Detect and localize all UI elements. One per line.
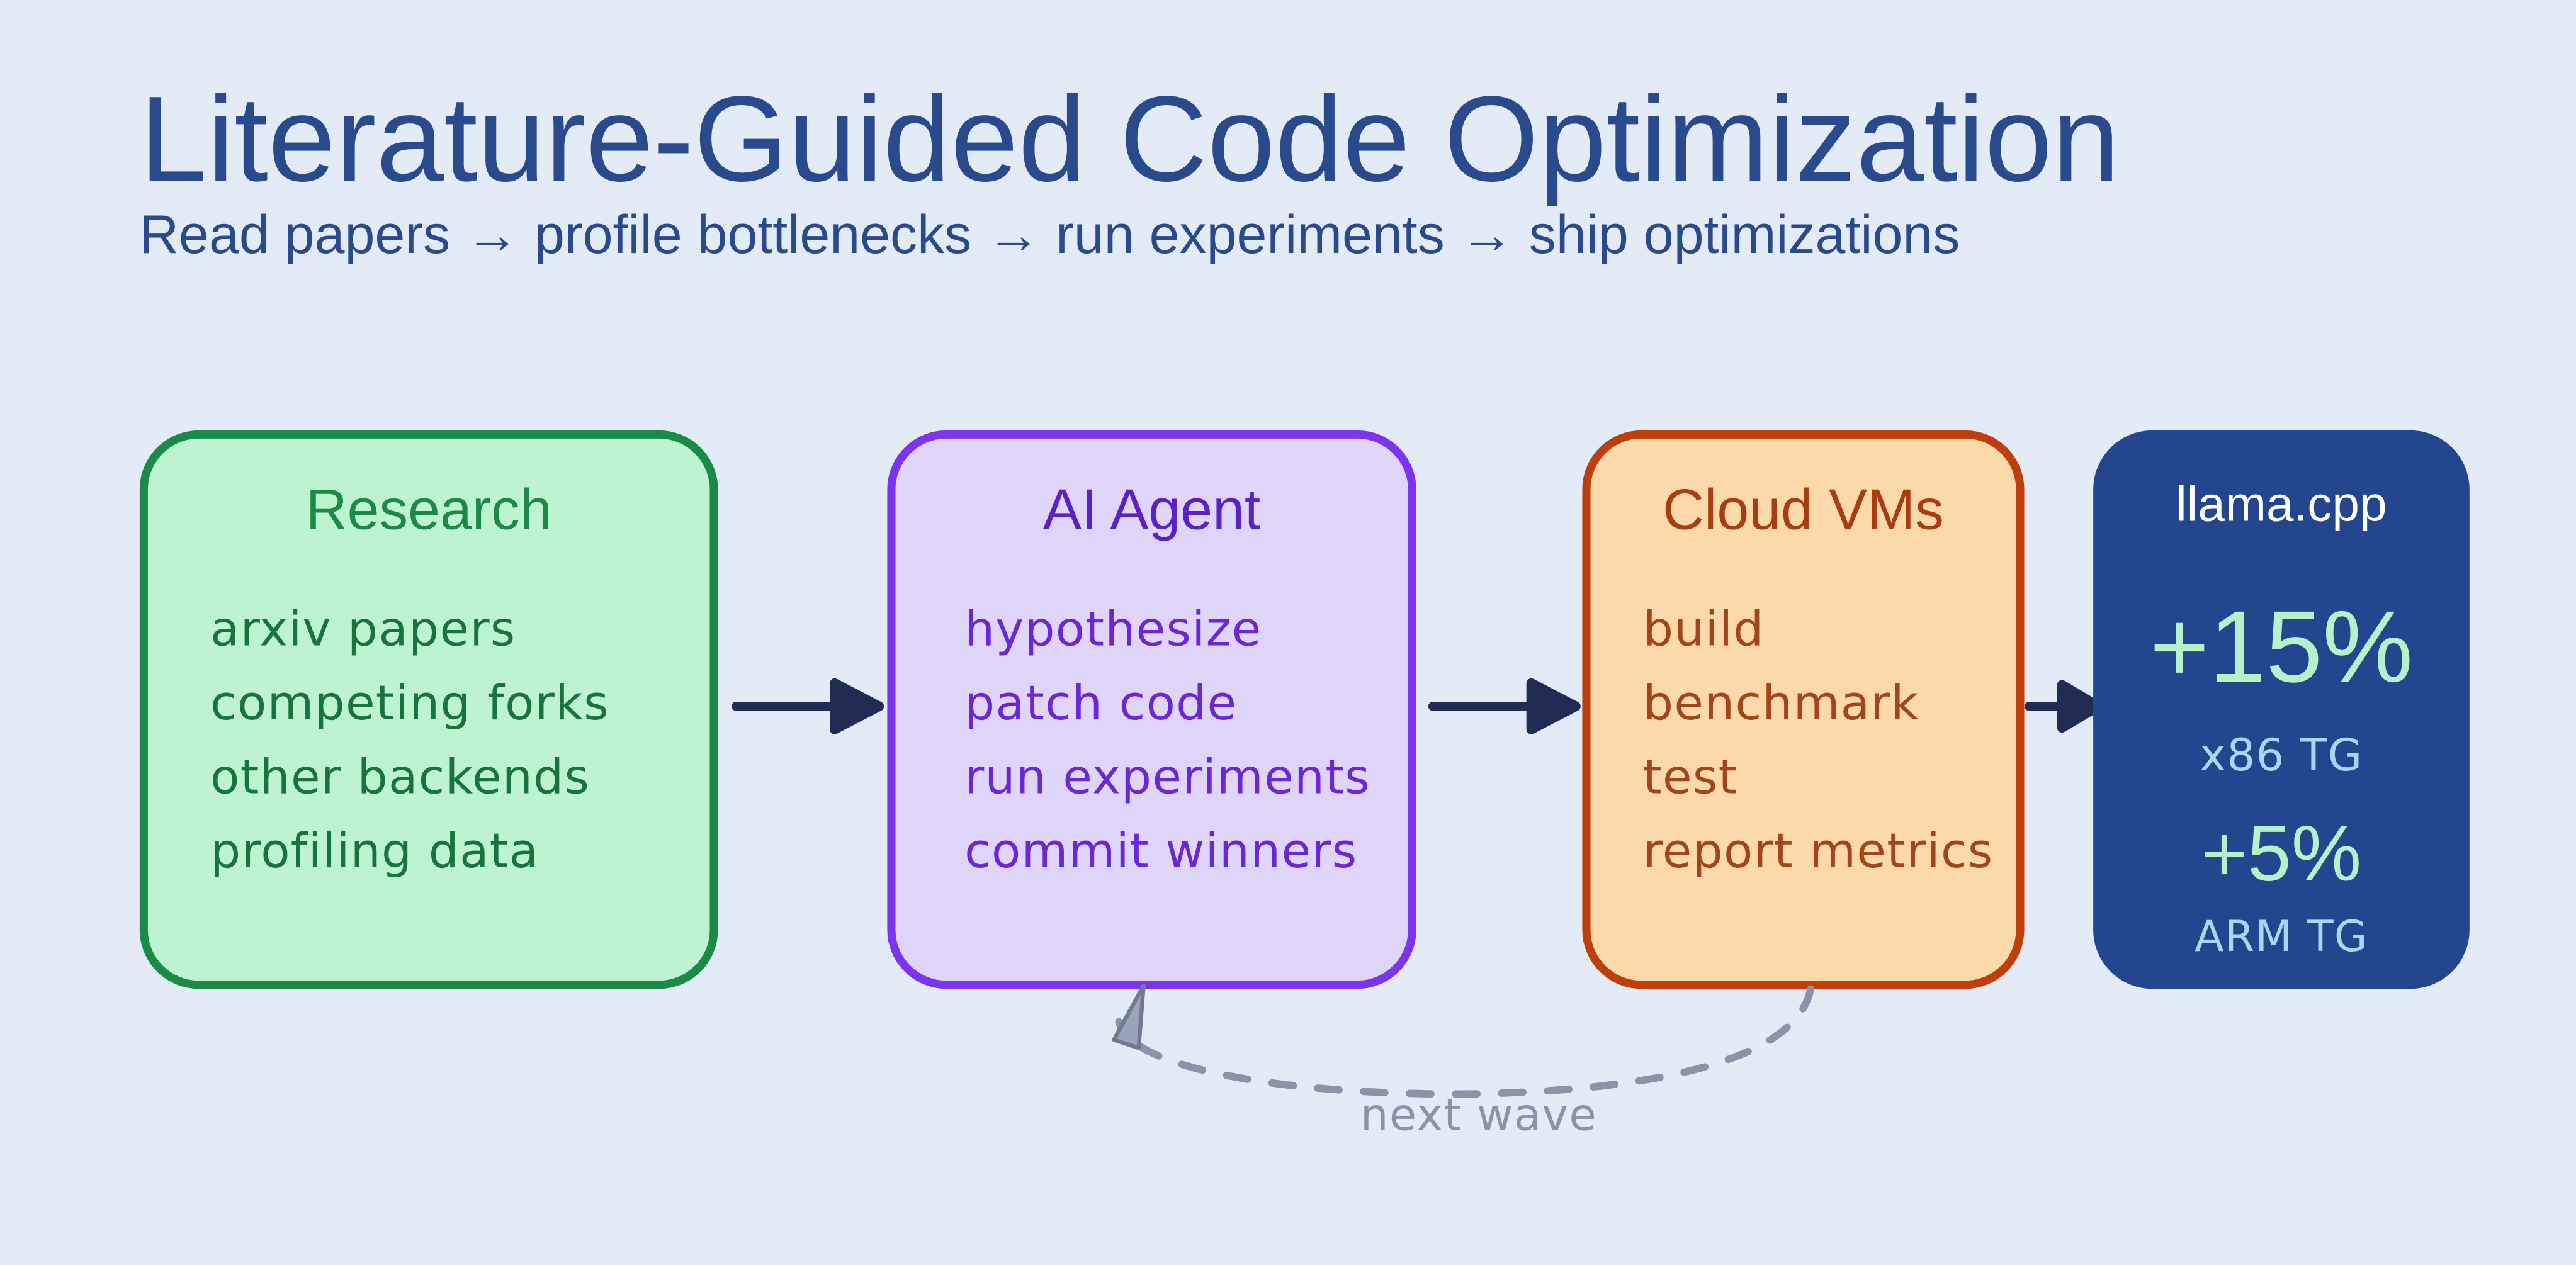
- list-item: run experiments: [964, 749, 1370, 805]
- llama-cpp-box: llama.cpp +15% x86 TG +5% ARM TG: [2093, 430, 2470, 989]
- list-item: arxiv papers: [210, 601, 516, 657]
- flow-arrow-agent-to-cloud-icon: [1428, 678, 1581, 734]
- feedback-loop-arrow-icon: [1112, 983, 1815, 1098]
- ai-agent-item-list: hypothesize patch code run experiments c…: [895, 593, 1408, 889]
- metric-value-x86: +15%: [2149, 591, 2414, 705]
- metric-value-arm: +5%: [2201, 811, 2362, 899]
- page-subtitle: Read papers → profile bottlenecks → run …: [139, 203, 1960, 265]
- list-item: report metrics: [1643, 823, 1994, 879]
- cloud-vms-box-title: Cloud VMs: [1663, 478, 1944, 543]
- ai-agent-box-title: AI Agent: [1042, 478, 1261, 543]
- list-item: patch code: [964, 675, 1238, 731]
- ai-agent-box: AI Agent hypothesize patch code run expe…: [887, 430, 1416, 989]
- flow-arrow-cloud-to-llama-icon: [2025, 680, 2103, 733]
- metric-label-x86: x86 TG: [2200, 731, 2363, 782]
- list-item: hypothesize: [964, 601, 1262, 657]
- research-box: Research arxiv papers competing forks ot…: [139, 430, 718, 989]
- list-item: test: [1643, 749, 1738, 805]
- list-item: commit winners: [964, 823, 1358, 879]
- metric-label-arm: ARM TG: [2195, 913, 2368, 963]
- research-item-list: arxiv papers competing forks other backe…: [148, 593, 710, 889]
- cloud-vms-box: Cloud VMs build benchmark test report me…: [1582, 430, 2025, 989]
- page-title: Literature-Guided Code Optimization: [139, 70, 2120, 207]
- feedback-loop-label: next wave: [1360, 1091, 1598, 1142]
- list-item: competing forks: [210, 675, 610, 731]
- list-item: benchmark: [1643, 675, 1920, 731]
- research-box-title: Research: [305, 478, 552, 543]
- llama-cpp-box-title: llama.cpp: [2176, 478, 2387, 532]
- list-item: build: [1643, 601, 1765, 657]
- list-item: profiling data: [210, 823, 539, 879]
- flow-arrow-research-to-agent-icon: [732, 678, 884, 734]
- cloud-vms-item-list: build benchmark test report metrics: [1590, 593, 2016, 889]
- list-item: other backends: [210, 749, 590, 805]
